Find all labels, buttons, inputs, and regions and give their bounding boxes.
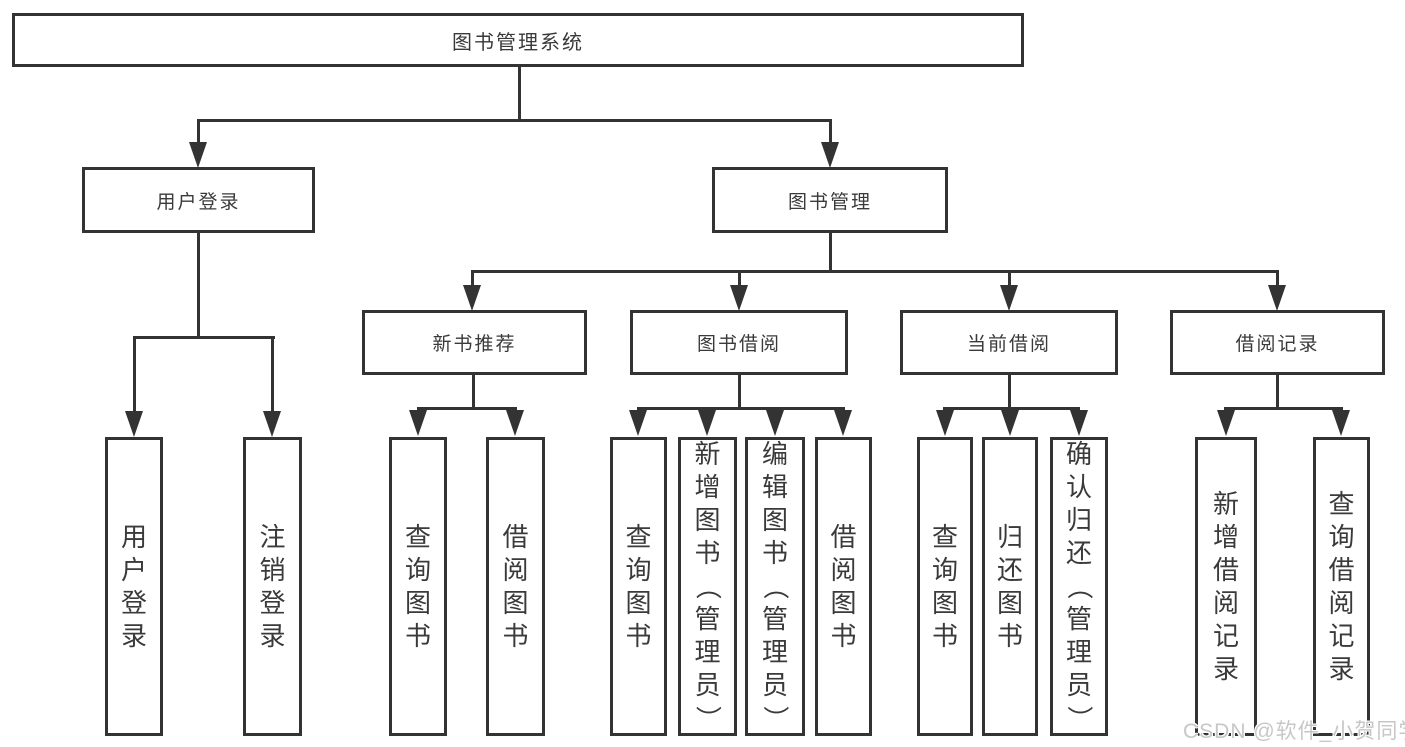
arrowhead-down: [766, 410, 784, 436]
connector-group-bar: [1224, 407, 1343, 410]
node-root-book-management-system: 图书管理系统: [12, 13, 1024, 67]
leaf-edit-books-admin: 编辑图书（管理员）: [745, 437, 805, 736]
arrowhead-down: [1070, 410, 1088, 436]
node-book-borrowing: 图书借阅: [630, 310, 848, 375]
connector-mgmt-bar: [471, 270, 1279, 273]
leaf-query-books: 查询图书: [610, 437, 667, 736]
csdn-watermark: CSDN @软件_小贺同学: [1183, 720, 1405, 743]
connector-mgmt-drop: [829, 233, 832, 273]
leaf-borrow-books: 借阅图书: [486, 437, 545, 736]
leaf-logout: 注销登录: [243, 437, 302, 736]
arrowhead-down: [463, 285, 481, 311]
connector-stem: [133, 336, 136, 413]
arrowhead-down: [730, 285, 748, 311]
node-borrowing-records: 借阅记录: [1170, 310, 1385, 375]
connector-root-drop: [518, 67, 521, 122]
connector-group-drop: [472, 375, 475, 410]
connector-stem: [197, 119, 200, 144]
connector-group-drop: [1276, 375, 1279, 410]
node-book-management: 图书管理: [712, 167, 948, 233]
connector-group-drop: [738, 375, 741, 410]
connector-stem: [1276, 270, 1279, 287]
arrowhead-down: [263, 411, 281, 437]
connector-login-bar: [133, 336, 275, 339]
arrowhead-down: [506, 410, 524, 436]
arrowhead-down: [409, 410, 427, 436]
leaf-query-books: 查询图书: [389, 437, 447, 736]
leaf-confirm-return-admin: 确认归还（管理员）: [1050, 437, 1108, 736]
node-label: 借阅记录: [1235, 334, 1320, 355]
connector-group-drop: [1008, 375, 1011, 410]
arrowhead-down: [936, 410, 954, 436]
arrowhead-down: [125, 411, 143, 437]
connector-stem: [829, 119, 832, 144]
leaf-borrow-books: 借阅图书: [815, 437, 872, 736]
arrowhead-down: [1217, 410, 1235, 436]
node-label: 新书推荐: [432, 334, 517, 355]
arrowhead-down: [1332, 410, 1350, 436]
connector-group-bar: [637, 407, 845, 410]
connector-stem: [738, 270, 741, 287]
connector-stem: [1008, 270, 1011, 287]
connector-group-bar: [943, 407, 1080, 410]
leaf-query-books: 查询图书: [917, 437, 973, 736]
leaf-add-books-admin: 新增图书（管理员）: [678, 437, 737, 736]
arrowhead-down: [834, 410, 852, 436]
arrowhead-down: [821, 142, 839, 168]
arrowhead-down: [629, 410, 647, 436]
leaf-user-login: 用户登录: [105, 437, 163, 736]
node-current-borrowing: 当前借阅: [900, 310, 1118, 375]
node-label: 当前借阅: [966, 334, 1051, 355]
leaf-add-borrow-record: 新增借阅记录: [1195, 437, 1257, 736]
connector-login-drop: [197, 233, 200, 339]
arrowhead-down: [1268, 285, 1286, 311]
node-user-login: 用户登录: [82, 167, 315, 233]
connector-root-bar: [197, 119, 832, 122]
leaf-query-borrow-record: 查询借阅记录: [1313, 437, 1370, 736]
leaf-return-books: 归还图书: [982, 437, 1038, 736]
node-new-book-recommendation: 新书推荐: [362, 310, 587, 375]
node-label: 图书管理系统: [452, 31, 584, 54]
connector-group-bar: [417, 407, 517, 410]
arrowhead-down: [698, 410, 716, 436]
node-label: 用户登录: [156, 191, 241, 213]
arrowhead-down: [1001, 410, 1019, 436]
node-label: 图书管理: [787, 191, 872, 213]
node-label: 图书借阅: [696, 334, 781, 355]
connector-stem: [271, 336, 274, 413]
arrowhead-down: [189, 142, 207, 168]
connector-stem: [471, 270, 474, 287]
arrowhead-down: [1000, 285, 1018, 311]
